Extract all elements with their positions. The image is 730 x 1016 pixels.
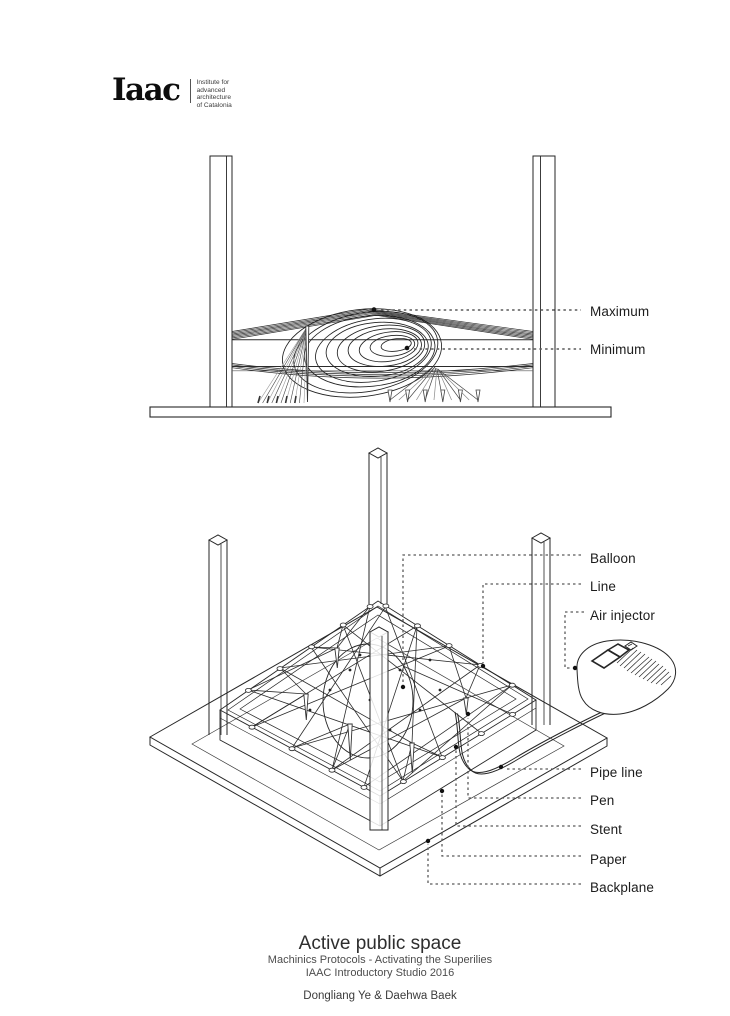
elevation-right-post xyxy=(532,155,556,408)
net-lines xyxy=(247,605,513,788)
left-string-fan xyxy=(257,325,310,404)
left-leg xyxy=(207,534,229,735)
label-pen: Pen xyxy=(590,793,615,808)
label-pipe-line: Pipe line xyxy=(590,765,643,780)
back-leg xyxy=(367,447,389,604)
label-backplane: Backplane xyxy=(590,880,654,895)
iaac-wordmark: Iaac xyxy=(112,72,181,108)
logo-divider xyxy=(189,79,191,103)
pen-shapes xyxy=(303,647,469,774)
studio-line: IAAC Introductory Studio 2016 xyxy=(305,967,455,979)
credits-line: Dongliang Ye & Daehwa Baek xyxy=(303,990,457,1002)
elevation-diagram xyxy=(149,155,612,418)
axonometric-leaders xyxy=(402,554,584,885)
label-paper: Paper xyxy=(590,852,627,867)
logo-tagline: Institute for advanced architecture of C… xyxy=(197,79,232,109)
project-title: Active public space xyxy=(298,933,462,954)
front-leg xyxy=(368,626,390,831)
backplane-plate xyxy=(148,606,609,877)
logo-tagline-line: Institute for xyxy=(196,79,230,86)
elevation-base-plate xyxy=(149,406,612,418)
label-air-injector: Air injector xyxy=(590,608,655,623)
label-balloon: Balloon xyxy=(590,551,636,566)
logo-tagline-line: of Catalonia xyxy=(196,101,232,109)
label-stent: Stent xyxy=(590,822,623,837)
net-junction-dots xyxy=(308,653,442,732)
label-maximum: Maximum xyxy=(590,304,650,319)
anchor-knobs xyxy=(244,603,516,790)
axonometric-diagram xyxy=(148,447,676,885)
iaac-logo: Iaac Institute for advanced architecture… xyxy=(112,72,232,109)
label-minimum: Minimum xyxy=(590,342,646,357)
axonometric-leader-dots xyxy=(400,663,578,844)
logo-tagline-line: advanced xyxy=(196,86,226,94)
air-injector-device xyxy=(576,639,676,715)
air-injector-vents xyxy=(616,647,672,686)
label-line: Line xyxy=(590,579,616,594)
logo-tagline-line: architecture xyxy=(196,94,232,102)
project-subtitle: Machinics Protocols - Activating the Sup… xyxy=(267,954,493,966)
elevation-left-post xyxy=(209,155,233,408)
paper-sheet xyxy=(191,637,565,851)
right-leg xyxy=(530,532,552,725)
elevation-leaders xyxy=(371,307,581,351)
right-string-fan xyxy=(387,365,481,403)
pipe-line-tube xyxy=(454,710,606,775)
